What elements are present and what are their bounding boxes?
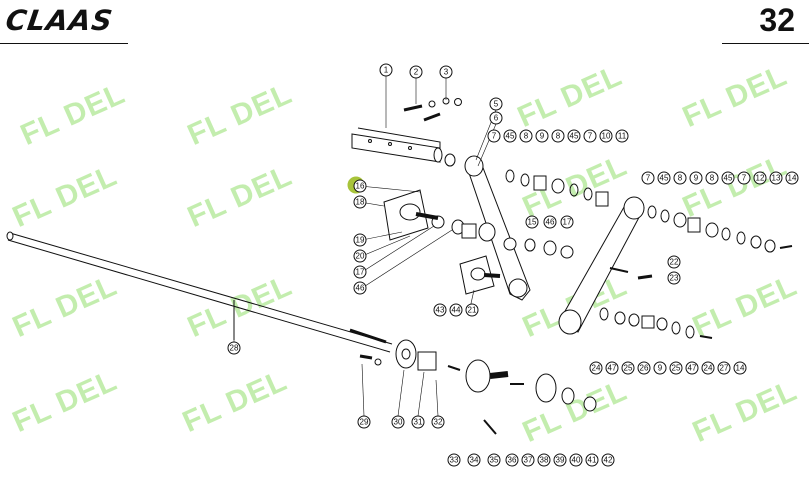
callout-label: 43 xyxy=(436,306,445,315)
bearing-row-1 xyxy=(505,169,609,207)
callout-label: 18 xyxy=(356,198,365,207)
arm-5 xyxy=(464,155,531,301)
callout-label: 8 xyxy=(556,132,561,141)
callout-label: 7 xyxy=(492,132,497,141)
hub-assembly xyxy=(359,339,597,435)
callout-label: 8 xyxy=(710,174,715,183)
callout-label: 23 xyxy=(670,274,679,283)
callout-label: 1 xyxy=(384,66,389,75)
callout-label: 25 xyxy=(624,364,633,373)
callout-label: 2 xyxy=(414,68,419,77)
callout-label: 42 xyxy=(604,456,613,465)
callout-label: 9 xyxy=(694,174,699,183)
shaft-28 xyxy=(6,231,393,353)
callout-label: 45 xyxy=(506,132,515,141)
callout-label: 36 xyxy=(508,456,517,465)
callout-label: 3 xyxy=(444,68,449,77)
callout-label: 7 xyxy=(588,132,593,141)
callout-label: 17 xyxy=(356,268,365,277)
callout-label: 8 xyxy=(524,132,529,141)
callout-label: 12 xyxy=(756,174,765,183)
callout-label: 33 xyxy=(450,456,459,465)
callout-label: 16 xyxy=(356,182,365,191)
callout-label: 27 xyxy=(720,364,729,373)
callout-label: 37 xyxy=(524,456,533,465)
callout-label: 26 xyxy=(640,364,649,373)
callout-label: 22 xyxy=(670,258,679,267)
bearing-row-2 xyxy=(647,205,793,253)
callout-label: 45 xyxy=(570,132,579,141)
callout-label: 17 xyxy=(563,218,572,227)
callout-label: 13 xyxy=(772,174,781,183)
callout-label: 45 xyxy=(724,174,733,183)
callout-label: 41 xyxy=(588,456,597,465)
callout-label: 38 xyxy=(540,456,549,465)
callout-label: 11 xyxy=(618,132,627,141)
callout-label: 20 xyxy=(356,252,365,261)
callout-label: 19 xyxy=(356,236,365,245)
flange-plate-21 xyxy=(459,255,501,295)
callout-label: 9 xyxy=(658,364,663,373)
callout-label: 47 xyxy=(688,364,697,373)
callout-label: 7 xyxy=(742,174,747,183)
callout-label: 34 xyxy=(470,456,479,465)
callout-label: 7 xyxy=(646,174,651,183)
callout-label: 24 xyxy=(592,364,601,373)
callout-label: 39 xyxy=(556,456,565,465)
header-rule-right xyxy=(722,43,809,44)
callout-label: 10 xyxy=(602,132,611,141)
callout-label: 46 xyxy=(356,284,365,293)
flange-plate-16 xyxy=(383,189,477,241)
arm-11 xyxy=(558,196,645,335)
page-number: 32 xyxy=(759,2,795,38)
callout-label: 45 xyxy=(660,174,669,183)
leader-lines xyxy=(233,76,497,417)
bearing-row-3 xyxy=(599,267,713,339)
callout-label: 29 xyxy=(360,418,369,427)
callout-label: 14 xyxy=(736,364,745,373)
callout-label: 40 xyxy=(572,456,581,465)
callout-label: 15 xyxy=(528,218,537,227)
callout-label: 5 xyxy=(494,100,499,109)
callout-label: 21 xyxy=(468,306,477,315)
header-rule-left xyxy=(0,43,128,44)
parts-15-46-17 xyxy=(524,238,574,259)
callout-label: 14 xyxy=(788,174,797,183)
bracket-assembly xyxy=(351,97,462,167)
callout-label: 35 xyxy=(490,456,499,465)
callout-label: 28 xyxy=(230,344,239,353)
callout-label: 44 xyxy=(452,306,461,315)
callout-label: 24 xyxy=(704,364,713,373)
callout-label: 47 xyxy=(608,364,617,373)
callout-label: 6 xyxy=(494,114,499,123)
callout-label: 46 xyxy=(546,218,555,227)
callout-label: 25 xyxy=(672,364,681,373)
callout-label: 31 xyxy=(414,418,423,427)
callouts: 1 2 3 5 6 7 45 8 9 8 45 7 10 11 7 45 8 9… xyxy=(227,63,799,467)
callout-label: 8 xyxy=(678,174,683,183)
callout-label: 30 xyxy=(394,418,403,427)
callout-label: 9 xyxy=(540,132,545,141)
callout-label: 32 xyxy=(434,418,443,427)
